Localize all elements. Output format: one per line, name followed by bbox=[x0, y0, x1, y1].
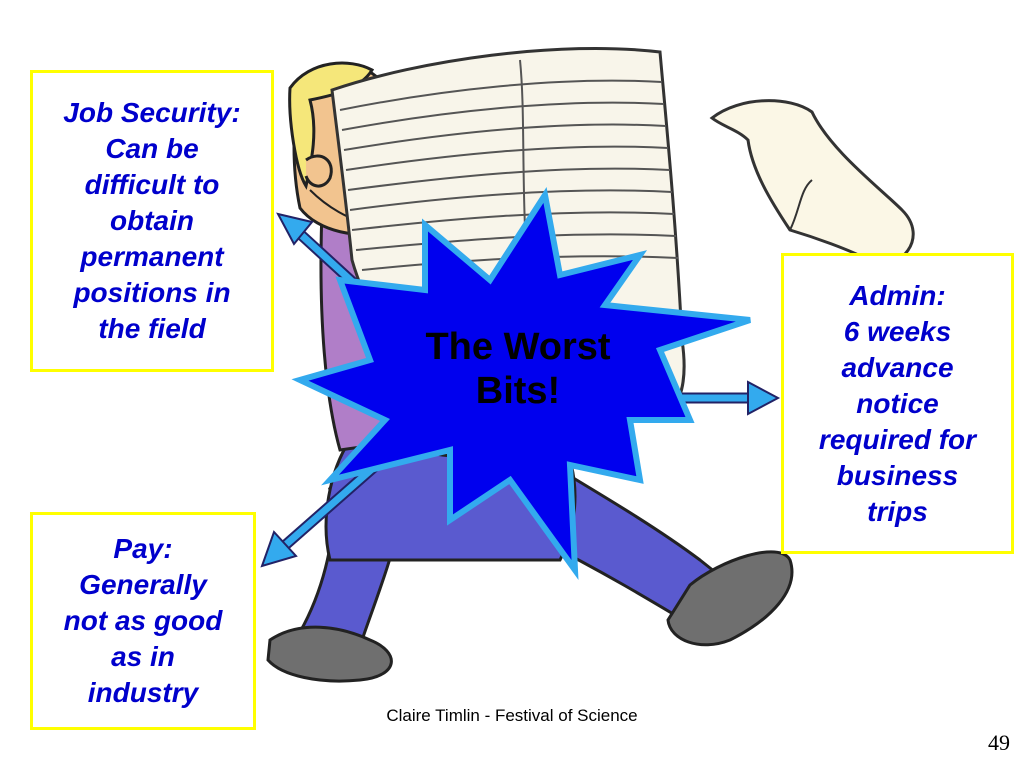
callout-line: business bbox=[836, 459, 959, 491]
callout-line: difficult to bbox=[84, 169, 220, 200]
callout-line: obtain bbox=[110, 205, 194, 236]
callout-line: as in bbox=[111, 641, 175, 672]
callout-line: 6 weeks bbox=[843, 315, 952, 347]
footer-credit: Claire Timlin - Festival of Science bbox=[386, 706, 638, 725]
starburst-shape bbox=[291, 187, 751, 580]
callout-line: Generally bbox=[79, 569, 207, 600]
slide-number: 49 bbox=[988, 730, 1010, 755]
callout-title: Job Security: bbox=[63, 97, 241, 128]
callout-line: permanent bbox=[80, 241, 224, 272]
callout-line: positions in bbox=[73, 277, 231, 308]
callout-pay: Pay: Generally not as good as in industr… bbox=[30, 512, 256, 730]
callout-line: not as good bbox=[63, 605, 223, 636]
callout-line: Can be bbox=[105, 133, 199, 164]
callout-title: Pay: bbox=[113, 533, 173, 564]
burst-title: The Worst Bits! bbox=[392, 325, 644, 413]
callout-line: required for bbox=[818, 423, 977, 455]
callout-line: industry bbox=[87, 677, 199, 708]
callout-title: Admin: bbox=[849, 279, 946, 311]
callout-admin: Admin: 6 weeks advance notice required f… bbox=[781, 253, 1014, 554]
callout-line: notice bbox=[856, 387, 939, 419]
callout-line: the field bbox=[98, 313, 206, 344]
callout-job-security: Job Security: Can be difficult to obtain… bbox=[30, 70, 274, 372]
burst-line: The Worst bbox=[425, 326, 611, 368]
callout-line: trips bbox=[867, 495, 928, 527]
burst-line: Bits! bbox=[475, 370, 561, 412]
callout-line: advance bbox=[841, 351, 954, 383]
